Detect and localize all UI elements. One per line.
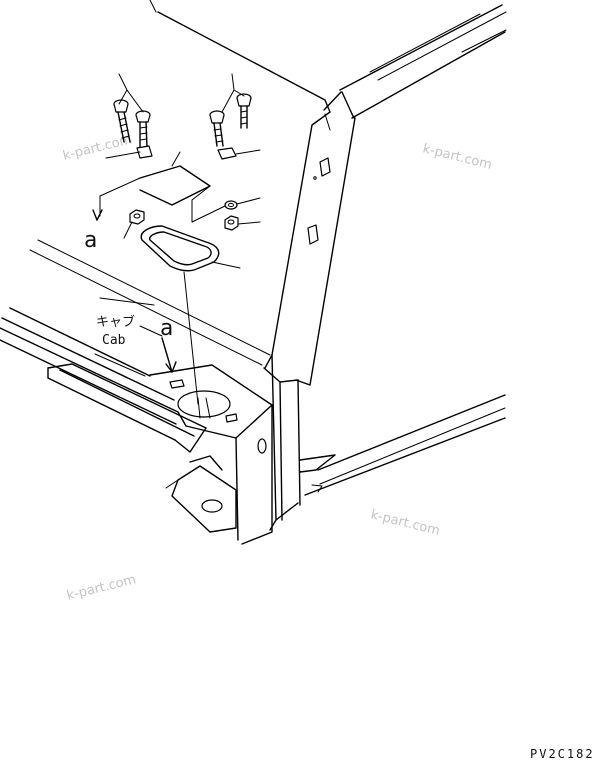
roof-panel — [0, 239, 271, 427]
watermark-4: k-part.com — [65, 572, 137, 604]
cover-plate — [92, 151, 226, 223]
drawing-code: PV2C182 — [530, 747, 595, 761]
cab-label-en: Cab — [102, 333, 126, 348]
floor-frame — [299, 394, 506, 496]
cab-roof — [149, 0, 507, 386]
watermark-3: k-part.com — [369, 507, 441, 539]
bolt-left-2 — [135, 110, 151, 149]
corner-pillar — [263, 113, 331, 531]
bolt-right-1 — [209, 110, 225, 147]
leader-bolts-right-2 — [233, 89, 245, 97]
nut-right — [224, 215, 261, 231]
callout-a-lower: a — [160, 316, 173, 341]
bolt-right-2 — [236, 93, 252, 129]
clip-right — [217, 147, 261, 160]
cab-label-jp: キャブ — [96, 314, 135, 330]
leader-bolts-right — [221, 73, 235, 113]
bolt-left-1 — [113, 99, 131, 143]
corner-bracket — [149, 364, 273, 545]
cab-leader — [139, 325, 163, 337]
washer-right — [224, 197, 261, 210]
leader-bolts-left-2 — [126, 89, 144, 113]
callout-a-upper: a — [84, 228, 97, 253]
arrow-a-lower — [161, 337, 177, 373]
nut-left — [123, 209, 145, 239]
clip-left — [105, 145, 153, 159]
gasket-seal — [140, 225, 241, 405]
watermark-2: k-part.com — [421, 141, 493, 173]
front-ledge — [47, 363, 207, 453]
